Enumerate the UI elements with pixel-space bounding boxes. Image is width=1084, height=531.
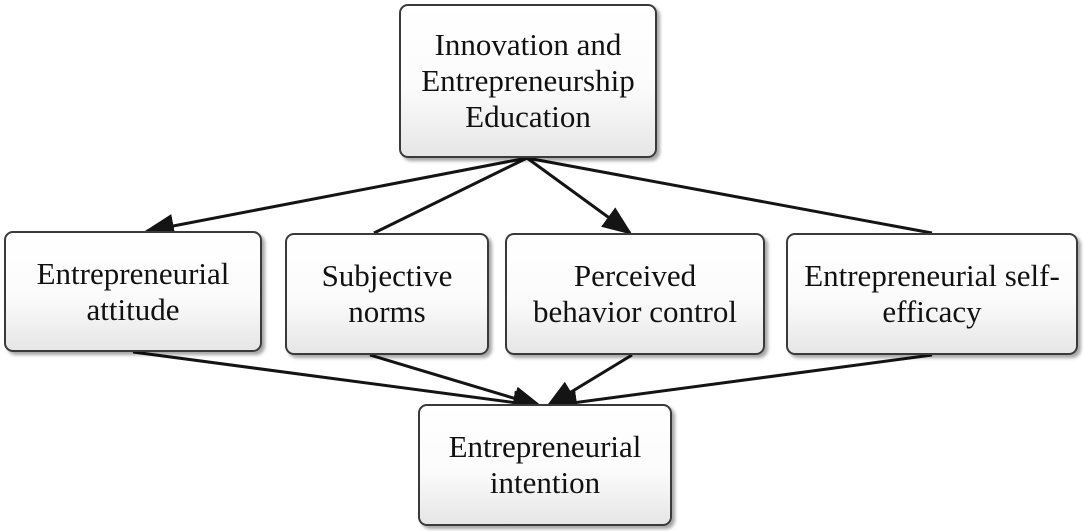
node-label-attitude: Entrepreneurial attitude [36, 255, 230, 327]
line-education-to-self-efficacy [526, 156, 933, 235]
node-subjective-norms: Subjective norms [285, 233, 489, 355]
node-entrepreneurial-attitude: Entrepreneurial attitude [4, 231, 262, 352]
line-self-efficacy-to-intention [547, 353, 933, 415]
node-perceived-behavior-control: Perceived behavior control [505, 233, 765, 355]
arrow-education-to-attitude [144, 156, 528, 238]
line-education-to-norms [373, 156, 528, 235]
line-perceived-to-intention [545, 353, 633, 408]
node-entrepreneurial-self-efficacy: Entrepreneurial self- efficacy [786, 233, 1078, 355]
node-label-perceived: Perceived behavior control [532, 258, 737, 329]
node-label-intention: Entrepreneurial intention [448, 429, 642, 500]
node-innovation-education: Innovation and Entrepreneurship Educatio… [399, 4, 657, 158]
node-label-norms: Subjective norms [321, 258, 453, 329]
line-norms-to-intention [369, 353, 543, 410]
node-label-education: Innovation and Entrepreneurship Educatio… [421, 27, 635, 134]
node-entrepreneurial-intention: Entrepreneurial intention [418, 404, 672, 526]
node-label-self-efficacy: Entrepreneurial self- efficacy [804, 258, 1060, 329]
line-attitude-to-intention [132, 350, 543, 415]
arrow-education-to-perceived [526, 156, 633, 235]
